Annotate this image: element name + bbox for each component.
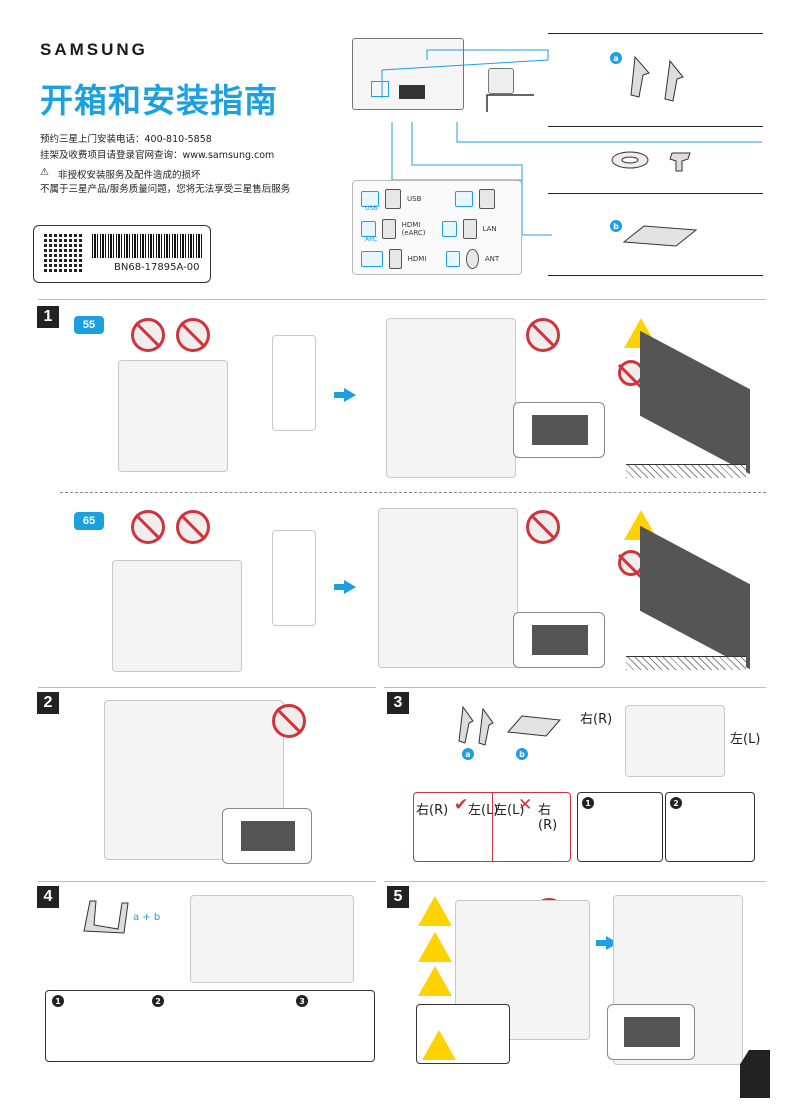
step4-sub-2: 2 [152, 995, 164, 1007]
step-3-number: 3 [387, 692, 409, 714]
no-icon [618, 360, 644, 386]
step-5-number: 5 [387, 886, 409, 908]
step4-detail-strip: 1 2 3 [45, 990, 375, 1062]
check-icon: ✔ [454, 795, 469, 815]
arc-label: ARC [365, 236, 378, 243]
no-lay-flat-icon [131, 318, 165, 352]
stand-base-icon [622, 225, 698, 247]
caution-triangle-icon [418, 896, 452, 926]
step3-sub-1: 1 [577, 792, 663, 862]
stand-base-icon [506, 715, 562, 737]
page-title: 开箱和安装指南 [40, 81, 278, 120]
step-1-number: 1 [37, 306, 59, 328]
no-lay-flat-icon [526, 510, 560, 544]
step-2-number: 2 [37, 692, 59, 714]
stand-legs-icon [458, 705, 494, 746]
caution-triangle-icon [418, 932, 452, 962]
next-arrow-icon [334, 388, 356, 402]
no-lay-flat-icon [526, 318, 560, 352]
warning-line-2: 不属于三星产品/服务质量问题，您将无法享受三星售后服务 [40, 184, 291, 195]
size-65-tag: 65 [74, 512, 104, 530]
step3-sub-2: 2 [665, 792, 755, 862]
no-press-screen-icon [176, 510, 210, 544]
stand-icon [83, 900, 129, 934]
correct-right-label: 右(R) [416, 803, 449, 818]
lift-tv-65-illustration [378, 508, 518, 668]
grip-points-55 [513, 402, 605, 458]
hdmi-label: HDMI [407, 255, 427, 263]
orientation-compare-box: 右(R) ✔ 左(L) 左(L) ✕ 右(R) [413, 792, 571, 862]
page-corner-mark [740, 1050, 770, 1098]
barcode-text: BN68-17895A-00 [114, 262, 200, 273]
qr-code [44, 234, 82, 272]
port-panel: USB HDMI (eARC) LAN HDMI ANT USB ARC [352, 180, 522, 275]
grip-points-step5 [607, 1004, 695, 1060]
floor-hatch [626, 464, 746, 478]
parts-list-65 [272, 530, 316, 626]
ant-label: ANT [484, 255, 500, 263]
assembled-stand-illustration [625, 705, 725, 777]
unbox-65-illustration [112, 560, 242, 672]
barcode-label: BN68-17895A-00 [33, 225, 211, 283]
phone-line: 预约三星上门安装电话：400-810-5858 [40, 134, 212, 145]
web-line: 挂架及收费项目请登录官网查询：www.samsung.com [40, 150, 275, 161]
part-a-badge: a [610, 52, 622, 64]
no-lay-flat-icon [272, 704, 306, 738]
wrong-left-label: 左(L) [494, 803, 525, 818]
step4-sub-3: 3 [296, 995, 308, 1007]
wall-outlet-icon [488, 68, 514, 94]
hdmi-earc-label: HDMI (eARC) [401, 221, 426, 237]
lan-label: LAN [482, 225, 497, 233]
brand-logo: SAMSUNG [40, 40, 148, 59]
usb-label: USB [365, 205, 378, 212]
part-b-badge: b [610, 220, 622, 232]
wrong-right-label: 右(R) [538, 803, 558, 833]
step4-sub-1: 1 [52, 995, 64, 1007]
lift-tv-55-illustration [386, 318, 516, 478]
part-a-badge: a [462, 748, 474, 760]
correct-left-label: 左(L) [468, 803, 499, 818]
step-4-number: 4 [37, 886, 59, 908]
unbox-55-illustration [118, 360, 228, 472]
caution-triangle-icon [422, 1030, 456, 1060]
warning-line-1: 非授权安装服务及配件造成的损坏 [58, 170, 201, 181]
right-label: 右(R) [580, 712, 613, 727]
stand-legs-icon [630, 55, 684, 102]
tilted-tv-illustration [640, 330, 750, 475]
cable-holder-icon [611, 151, 691, 172]
left-label: 左(L) [730, 732, 761, 747]
parts-combo-label: a + b [133, 912, 161, 923]
no-lay-flat-icon [131, 510, 165, 544]
parts-list-55 [272, 335, 316, 431]
next-arrow-icon [334, 580, 356, 594]
part-b-badge: b [516, 748, 528, 760]
tilted-tv-illustration [640, 525, 750, 670]
cross-icon: ✕ [518, 795, 533, 815]
place-on-table-illustration [104, 700, 284, 860]
grip-points-step2 [222, 808, 312, 864]
caution-triangle-icon [418, 966, 452, 996]
floor-hatch [626, 656, 746, 670]
size-55-tag: 55 [74, 316, 104, 334]
attach-stand-illustration [190, 895, 354, 983]
barcode [92, 234, 202, 258]
usb-port-label: USB [407, 195, 422, 203]
warning-icon: ⚠ [40, 167, 49, 178]
grip-points-65 [513, 612, 605, 668]
no-press-screen-icon [176, 318, 210, 352]
